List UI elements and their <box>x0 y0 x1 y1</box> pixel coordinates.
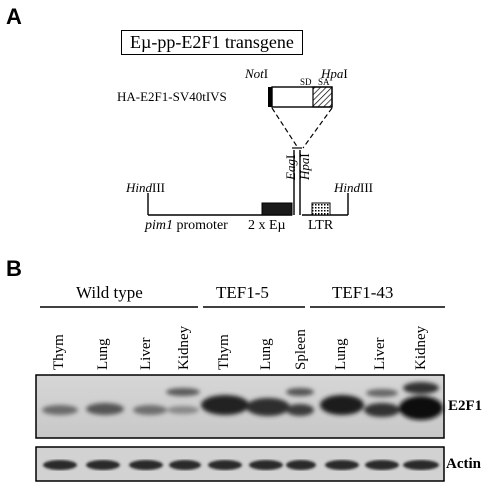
enhancer-label: 2 x Eµ <box>248 218 286 233</box>
band-label-actin: Actin <box>446 456 481 472</box>
lane-label: Spleen <box>293 329 309 370</box>
construct-diagram <box>268 86 333 108</box>
intron-hatch <box>312 86 333 108</box>
ltr-block <box>311 202 331 216</box>
sd-label: SD <box>300 77 312 87</box>
hpai-label-construct: HpaI <box>321 66 348 81</box>
group-label-wild-type: Wild type <box>76 283 143 302</box>
hindiii-right-label: HindIII <box>334 180 373 195</box>
lane-label: Liver <box>372 337 388 370</box>
band-label-e2f1: E2F1 <box>448 398 483 414</box>
noti-label: NotI <box>245 66 269 81</box>
lane-label: Lung <box>95 338 111 370</box>
actin-blot <box>35 446 445 482</box>
construct-name: HA-E2F1-SV40tIVS <box>117 89 227 104</box>
e2f1-blot <box>35 374 445 439</box>
lane-label: Kidney <box>413 325 429 370</box>
noti-marker <box>268 87 272 107</box>
promoter-label: pim1 promoter <box>145 218 228 233</box>
lane-label: Kidney <box>176 325 192 370</box>
lane-label: Lung <box>333 338 349 370</box>
lane-label: Thym <box>216 334 232 370</box>
panel-b-letter: B <box>6 256 22 281</box>
lane-label: Thym <box>51 334 67 370</box>
sa-label: SA <box>318 77 330 87</box>
group-label-tef1-43: TEF1-43 <box>332 283 394 302</box>
ltr-label: LTR <box>308 218 334 233</box>
insertion-lines <box>271 107 333 149</box>
transgene-title: Eµ-pp-E2F1 transgene <box>121 30 303 55</box>
lane-label: Liver <box>138 337 154 370</box>
vector-diagram <box>147 147 349 216</box>
hpai-label-vector: HpaI <box>297 153 312 180</box>
lane-label: Lung <box>258 338 274 370</box>
enhancer-block <box>261 202 293 216</box>
panel-a-letter: A <box>6 4 22 29</box>
hindiii-left-label: HindIII <box>126 180 165 195</box>
group-label-tef1-5: TEF1-5 <box>216 283 269 302</box>
